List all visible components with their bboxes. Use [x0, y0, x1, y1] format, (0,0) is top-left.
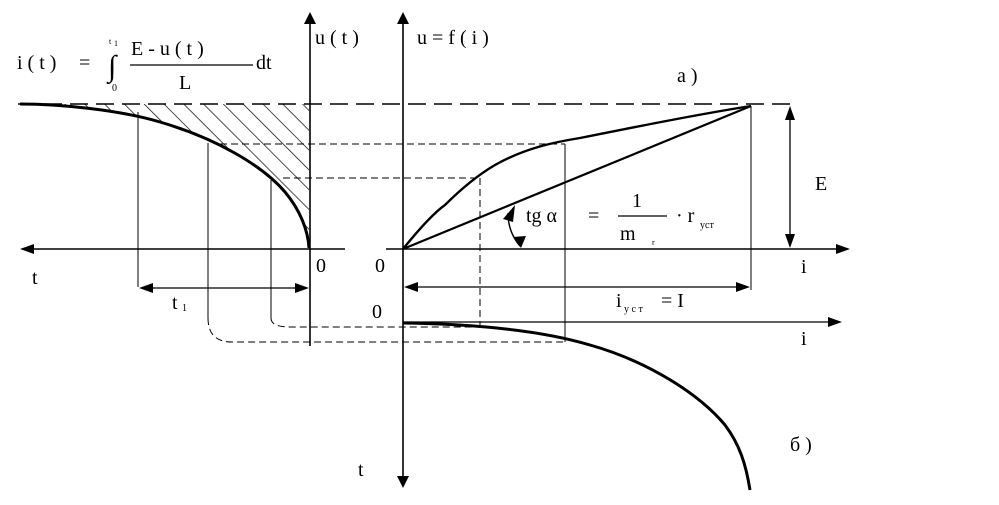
right-y-axis-label: u = f ( i ) — [417, 27, 489, 49]
slope-r-sub: уст — [700, 220, 714, 231]
left-origin-label: 0 — [316, 255, 326, 277]
right-x-axis-label: i — [801, 256, 807, 278]
slope-dot-r: · r — [676, 205, 695, 227]
slope-denominator: m — [620, 223, 636, 245]
part-b-label: б ) — [790, 434, 812, 456]
t1-label-sub: 1 — [182, 303, 187, 314]
I-arrow-right — [736, 282, 750, 292]
left-u-axis-arrow — [304, 12, 316, 24]
ui-characteristic-curve — [402, 104, 752, 250]
bottom-origin-label: 0 — [372, 301, 382, 323]
part-a-label: а ) — [677, 65, 698, 87]
right-origin-label: 0 — [375, 255, 385, 277]
left-ut-curve — [19, 102, 311, 249]
straight-line-r — [402, 104, 752, 251]
bottom-t-axis-arrow — [397, 476, 409, 488]
slope-lhs: tg α — [526, 205, 558, 227]
t1-arrow-left — [139, 283, 153, 293]
formula-lhs: i ( t ) — [17, 52, 56, 74]
it-curve — [402, 321, 752, 491]
formula-denominator: L — [179, 72, 191, 94]
E-arrow-bottom — [785, 234, 795, 248]
dashed-guides — [18, 103, 790, 343]
E-arrow-top — [785, 106, 795, 120]
bottom-t-axis-label: t — [358, 459, 364, 481]
right-i-axis-arrow — [836, 244, 850, 254]
t1-label: t — [172, 292, 178, 314]
t1-arrow-right — [295, 283, 309, 293]
I-arrow-left — [404, 282, 418, 292]
bottom-x-axis-label: i — [801, 328, 807, 350]
alpha-arc-arrow-top — [503, 205, 515, 222]
left-t-axis-arrow — [20, 244, 34, 254]
dashed-link-2 — [270, 317, 480, 328]
integral-upper-limit: t — [109, 37, 112, 46]
formula-equals: = — [79, 52, 90, 74]
formula-numerator: E - u ( t ) — [131, 38, 204, 60]
integral-sign: ∫ — [106, 50, 118, 85]
alpha-arc-arrow-bottom — [513, 236, 526, 248]
I-label-main: i — [616, 290, 622, 312]
E-label: E — [815, 173, 827, 195]
right-u-axis-arrow — [397, 12, 409, 24]
I-label-rest: = I — [661, 290, 684, 312]
dashed-link-1 — [207, 317, 565, 343]
integral-upper-limit-sub: 1 — [114, 39, 118, 48]
left-y-axis-label: u ( t ) — [315, 27, 359, 49]
bottom-i-axis-arrow — [828, 317, 842, 327]
left-x-axis-label: t — [32, 267, 38, 289]
right-graph: E i у с т = I tg α = 1 m r · r уст u = f… — [375, 12, 850, 484]
formula-differential: dt — [256, 52, 272, 74]
I-label-sub: у с т — [624, 304, 643, 315]
formula: i ( t ) = ∫ t 1 0 E - u ( t ) L dt — [17, 37, 272, 94]
slope-numerator: 1 — [632, 190, 642, 212]
integral-lower-limit: 0 — [112, 83, 117, 94]
slope-denominator-sub: r — [652, 238, 655, 247]
bottom-graph: 0 i t б ) — [358, 301, 842, 491]
left-graph: u ( t ) t 0 t 1 — [19, 12, 359, 346]
slope-equals: = — [588, 205, 599, 227]
